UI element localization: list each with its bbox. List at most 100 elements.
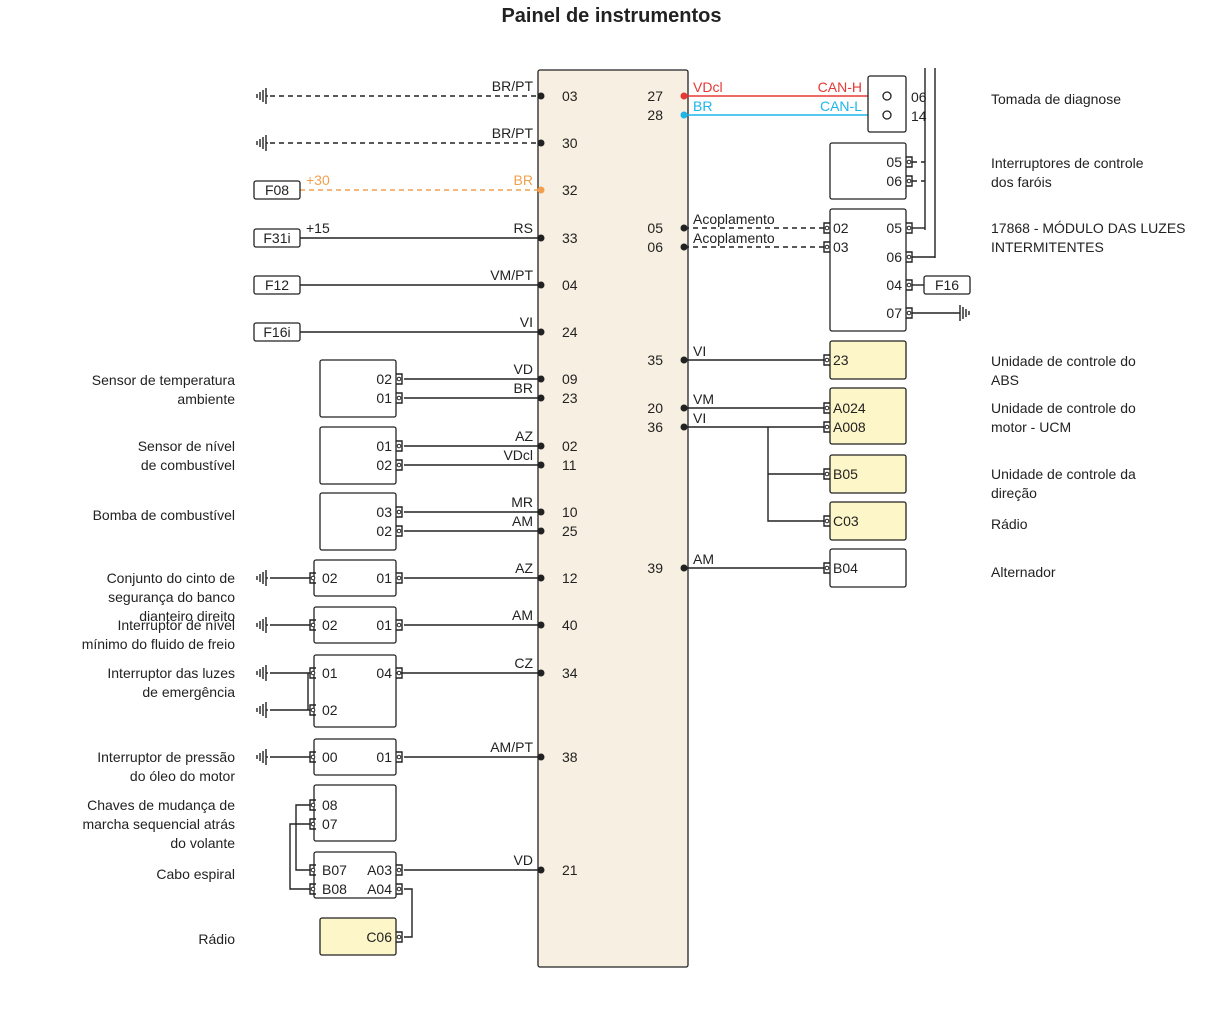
abs-pin-23-label: 23 [833,352,849,368]
fuse-F12-box [253,275,301,295]
component-pin-left-3-r-dot [396,575,402,581]
label-sensor-temperatura: Sensor de temperatura ambiente [91,372,235,407]
component-pin-label-left-6-1: 01 [376,749,392,765]
label-cabo-espiral: Cabo espiral [156,866,235,882]
component-pin-left-5-c [396,667,403,679]
headlight-switch-box [829,142,907,200]
hazard-module-right-pin-4-dot [906,282,912,288]
component-pin-left-7-b-dot [310,821,316,827]
left-wire-label-38: AM/PT [490,739,533,755]
component-pin-label-left-9: C06 [366,929,392,945]
component-pin-left-6-r-dot [396,754,402,760]
component-pin-left-2-0-dot [396,509,402,515]
right-wire-label-35: VI [693,343,706,359]
component-box-left-1 [319,426,397,485]
component-pin-label-left-8-2: B08 [322,881,347,897]
left-pin-dot-32 [537,186,545,194]
left-pin-number-32: 32 [562,182,578,198]
label-interruptores-farois: Interruptores de controle dos faróis [991,155,1144,190]
component-box-left-7 [313,784,397,842]
steering-module-box [829,454,907,494]
label-interruptor-pressao-oleo: Interruptor de pressão do óleo do motor [97,749,235,784]
component-pin-left-6-l-dot [310,754,316,760]
component-pin-left-9 [396,931,403,943]
fuse-F31i-box [253,228,301,248]
right-wire-label-27: VDcl [693,79,723,95]
headlight-switch-pin-0-dot [906,159,912,165]
component-pin-label-left-3-1: 01 [376,570,392,586]
radio-right-box [829,501,907,541]
left-pin-number-12: 12 [562,570,578,586]
hazard-module-pin-label-4: 04 [886,277,902,293]
hazard-module-left-pin-0-dot [824,225,830,231]
right-pin-number-27: 27 [647,88,663,104]
component-pin-left-2-1 [396,525,403,537]
ucm-pin-A024-dot [824,405,830,411]
component-pin-left-8-c [396,864,403,876]
component-pin-label-left-8-3: A04 [367,881,392,897]
left-pin-number-10: 10 [562,504,578,520]
label-cinto-seguranca: Conjunto do cinto de segurança do banco … [106,570,235,624]
component-pin-left-4-l-dot [310,622,316,628]
left-wire-label-25: AM [512,513,533,529]
hazard-module-right-pin-3-dot [906,254,912,260]
label-bomba-combustivel: Bomba de combustível [92,507,235,523]
left-wire-label-04: VM/PT [490,267,533,283]
right-wire-label-06: Acoplamento [693,230,775,246]
diagnostic-pin-label-14: 14 [911,108,927,124]
radio-right-pin-C03-label: C03 [833,513,859,529]
component-pin-left-5-a-dot [310,670,316,676]
label-modulo-luzes-intermitentes: 17868 - MÓDULO DAS LUZES INTERMITENTES [991,220,1186,255]
left-wire-label-24: VI [520,314,533,330]
hazard-module-pin-label-5: 07 [886,305,902,321]
headlight-switch-pin-1-dot [906,178,912,184]
left-pin-number-34: 34 [562,665,578,681]
hazard-module-pin-label-0: 02 [833,220,849,236]
left-pin-number-03: 03 [562,88,578,104]
left-wire-label-33: RS [514,220,533,236]
can-l-label: CAN-L [820,98,862,114]
left-wire-label-40: AM [512,607,533,623]
component-pin-left-8-b-dot [310,886,316,892]
left-wire-label-34: CZ [514,655,533,671]
component-pin-left-2-1-dot [396,528,402,534]
wire-vi-branch-radio [767,427,824,522]
component-pin-left-1-0-dot [396,443,402,449]
fuse-F12-label: F12 [265,277,289,293]
fuse-note-F08: +30 [306,172,330,188]
left-wire-label-09: VD [514,361,533,377]
steering-pin-B05-dot [824,471,830,477]
ucm-pin-A008-dot [824,424,830,430]
ucm-pin-A024-label: A024 [833,400,866,416]
instrument-panel-body [537,69,689,968]
component-pin-label-left-5-0: 01 [322,665,338,681]
diagnostic-socket-box [867,75,907,133]
fuse-F08-box [253,180,301,200]
label-interruptor-fluido-freio: Interruptor de nível mínimo do fluido de… [81,617,235,652]
right-pin-number-06: 06 [647,239,663,255]
hazard-module-box [829,208,907,332]
hazard-module-pin-label-1: 03 [833,239,849,255]
component-pin-left-5-c-dot [396,670,402,676]
label-interruptor-emergencia: Interruptor das luzes de emergência [107,665,235,700]
component-pin-label-left-8-1: A03 [367,862,392,878]
left-pin-number-24: 24 [562,324,578,340]
component-pin-left-0-1-dot [396,395,402,401]
right-pin-number-20: 20 [647,400,663,416]
component-pin-left-1-1 [396,459,403,471]
left-wire-label-21: VD [514,852,533,868]
left-wire-label-03: BR/PT [492,78,534,94]
label-chaves-mudanca-marcha: Chaves de mudança de marcha sequencial a… [82,797,235,851]
left-pin-number-40: 40 [562,617,578,633]
left-wire-label-02: AZ [515,428,533,444]
component-pin-left-0-1 [396,392,403,404]
ucm-module-box [829,387,907,445]
component-pin-label-left-7-1: 07 [322,816,338,832]
diagnostic-socket-pin-06 [882,91,892,101]
component-box-left-5 [313,654,397,728]
component-pin-left-8-d [396,883,403,895]
left-pin-number-30: 30 [562,135,578,151]
component-pin-left-1-1-dot [396,462,402,468]
wire-shift-to-spiral-1 [295,804,310,871]
